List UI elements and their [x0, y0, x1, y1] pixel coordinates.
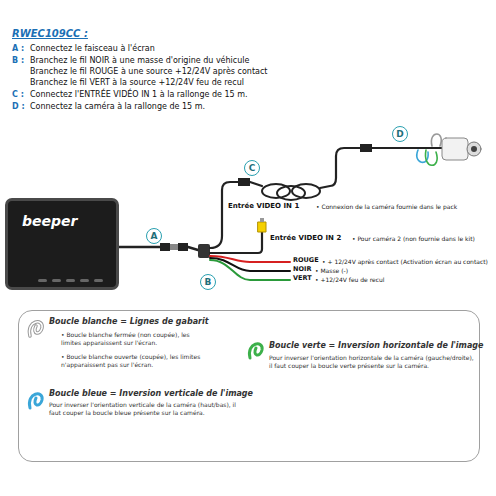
rca-pin: [260, 218, 264, 222]
green-wire: [210, 260, 290, 280]
extension-cable: [250, 182, 262, 186]
harness-cable: [188, 247, 198, 250]
instruction: Connectez le faisceau à l'écran: [30, 44, 155, 54]
wire-name: VERT: [293, 275, 312, 283]
monitor-cable: [118, 246, 160, 249]
camera-lens: [471, 146, 477, 152]
white-loop: [431, 134, 441, 146]
camera-cable: [372, 147, 442, 149]
input-name: Entrée VIDEO IN 2: [270, 234, 341, 242]
monitor-screen: beeper: [5, 198, 119, 290]
model-title: RWEC109CC :: [12, 28, 88, 40]
callout-letter: C: [249, 164, 256, 173]
callout-circle: C: [244, 160, 260, 176]
white-loop-icon: [29, 322, 42, 336]
connector: [170, 244, 178, 250]
instruction: Connectez la caméra à la rallonge de 15 …: [30, 102, 205, 112]
instruction: Branchez le fil VERT à la source +12/24V…: [30, 78, 244, 88]
video-in1-cable: [210, 182, 238, 248]
callout-letter: A: [151, 232, 158, 241]
blue-loop-icon: [29, 394, 42, 408]
input-name: Entrée VIDEO IN 1: [228, 202, 299, 210]
cable-coil: [292, 184, 320, 198]
note-text: • Boucle blanche ouverte (coupée), les l…: [61, 353, 211, 368]
step-letter: A :: [12, 44, 24, 54]
monitor-button: [80, 279, 89, 282]
input-note: • Connexion de la caméra fournie dans le…: [316, 203, 457, 210]
input-note: • Pour caméra 2 (non fournie dans le kit…: [352, 235, 475, 242]
green-loop: [425, 150, 437, 165]
camera-lens: [467, 142, 481, 156]
step-letter: C :: [12, 90, 24, 100]
wire-name: ROUGE: [293, 257, 319, 265]
monitor-button: [66, 279, 75, 282]
monitor-button: [52, 279, 61, 282]
instruction: Connectez l'ENTRÉE VIDÉO IN 1 à la rallo…: [30, 90, 248, 100]
video-in2-cable: [210, 232, 262, 253]
monitor-button: [38, 279, 47, 282]
note-text: • Boucle blanche fermée (non coupée), le…: [61, 331, 211, 346]
rca-plug: [258, 222, 266, 232]
note-text: Pour inverser l'orientation horizontale …: [269, 354, 474, 369]
callout-letter: D: [396, 130, 403, 139]
callout-circle: D: [392, 126, 408, 142]
wire-note: • + 12/24V après contact (Activation écr…: [322, 258, 488, 265]
connector: [178, 243, 188, 251]
wire-note: • Masse (-): [315, 267, 348, 274]
rca-connector: [238, 178, 250, 186]
connector: [160, 243, 170, 251]
harness-junction: [198, 244, 210, 258]
callout-circle: A: [146, 228, 162, 244]
note-heading: Boucle verte = Inversion horizontale de …: [269, 341, 484, 351]
instruction: Branchez le fil NOIR à une masse d'origi…: [30, 56, 249, 66]
wire-name: NOIR: [293, 266, 311, 274]
extension-cable: [320, 148, 360, 188]
note-heading: Boucle bleue = Inversion verticale de l'…: [49, 389, 253, 399]
green-loop-icon: [249, 344, 262, 358]
step-letter: D :: [12, 102, 25, 112]
notes-box: Boucle blanche = Lignes de gabarit • Bouc…: [18, 310, 480, 462]
connector: [360, 144, 372, 152]
monitor-button: [94, 279, 103, 282]
instruction: Branchez le fil ROUGE à une source +12/2…: [30, 67, 267, 77]
note-heading: Boucle blanche = Lignes de gabarit: [49, 317, 209, 327]
black-wire: [210, 258, 290, 271]
note-text: Pour inverser l'orientation verticale de…: [49, 401, 249, 416]
step-letter: B :: [12, 56, 24, 66]
callout-circle: B: [200, 274, 216, 290]
brand-logo: beeper: [22, 213, 77, 229]
camera-body: [442, 138, 468, 160]
wire-note: • +12/24V feu de recul: [315, 276, 385, 283]
callout-letter: B: [205, 278, 212, 287]
